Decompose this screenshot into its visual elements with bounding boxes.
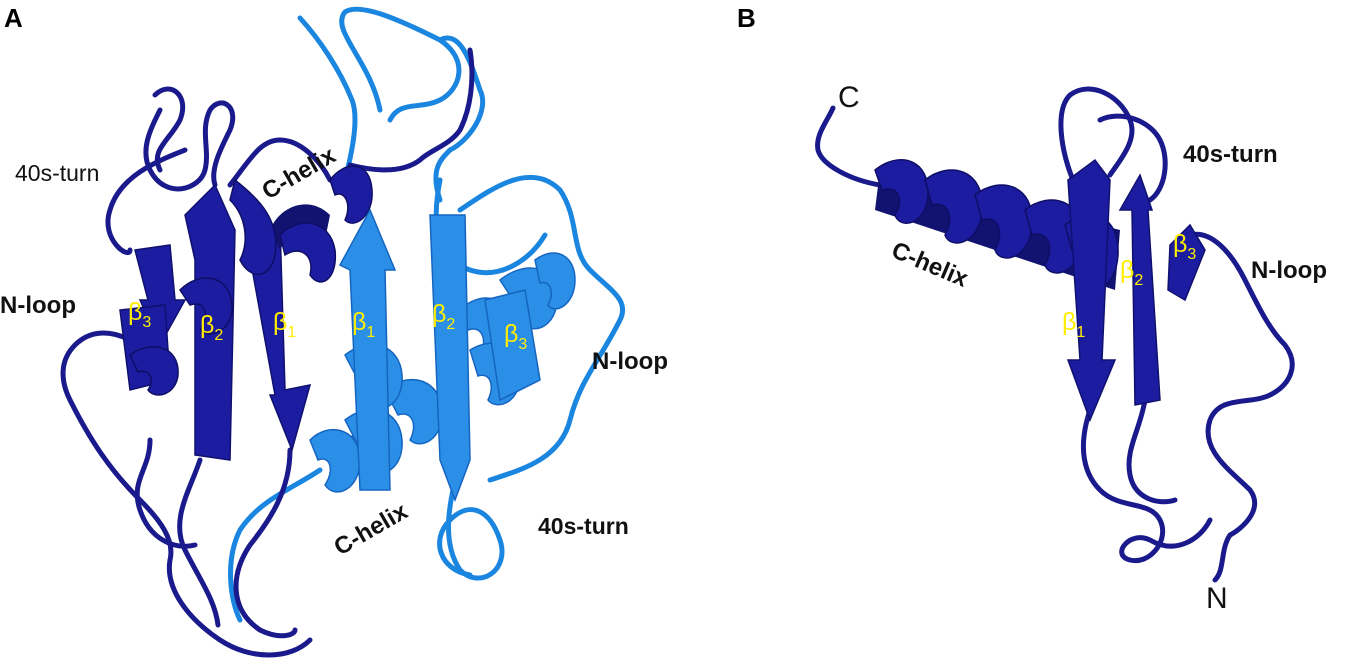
- panel-b-coils: [815, 86, 1295, 583]
- panel-b-beta3-label: β3: [1173, 230, 1196, 263]
- panel-a-dark-beta3-label: β3: [128, 298, 151, 331]
- panel-a: A: [0, 3, 668, 658]
- panel-b-40s-turn-label: 40s-turn: [1183, 141, 1278, 168]
- panel-a-label: A: [4, 3, 23, 33]
- panel-b-label: B: [737, 3, 756, 33]
- panel-b-beta1-strand: [1066, 158, 1117, 423]
- panel-a-light-beta2-label: β2: [432, 300, 455, 333]
- panel-b-c-terminus-label: C: [838, 81, 860, 114]
- panel-a-light-strands: [338, 208, 541, 503]
- panel-a-light-beta2-strand: [429, 214, 471, 503]
- panel-a-dark-beta3-strand: [134, 244, 187, 347]
- panel-a-light-beta3-strand: [484, 289, 541, 402]
- panel-a-dark-chain-coils: [60, 47, 475, 658]
- panel-b-beta2-label: β2: [1120, 256, 1143, 289]
- panel-a-40s-turn-right-label: 40s-turn: [538, 513, 629, 539]
- panel-b-beta3-strand: [1167, 223, 1206, 302]
- panel-a-dark-c-helix: [129, 165, 373, 396]
- panel-b-n-loop-label: N-loop: [1251, 257, 1327, 284]
- panel-b-c-helix-label: C-helix: [888, 237, 973, 293]
- panel-a-n-loop-left-label: N-loop: [0, 292, 76, 319]
- panel-b-beta1-label: β1: [1062, 308, 1085, 341]
- panel-a-dark-beta1-strand: [244, 224, 312, 453]
- panel-a-dark-beta2-label: β2: [200, 311, 223, 344]
- panel-b-beta2-strand: [1118, 173, 1161, 406]
- panel-b: B C N 40s-turn N-loop: [737, 3, 1327, 615]
- panel-a-c-helix-bottom-label: C-helix: [330, 497, 413, 561]
- panel-a-dark-beta1-label: β1: [273, 308, 296, 341]
- panel-a-light-beta1-strand: [338, 208, 397, 491]
- panel-a-40s-turn-left-label: 40s-turn: [15, 160, 99, 186]
- panel-b-n-terminus-label: N: [1206, 582, 1228, 615]
- panel-b-strands: [1066, 158, 1206, 423]
- panel-a-light-beta1-label: β1: [352, 308, 375, 341]
- panel-a-n-loop-right-label: N-loop: [592, 348, 668, 375]
- panel-a-light-beta3-label: β3: [504, 320, 527, 353]
